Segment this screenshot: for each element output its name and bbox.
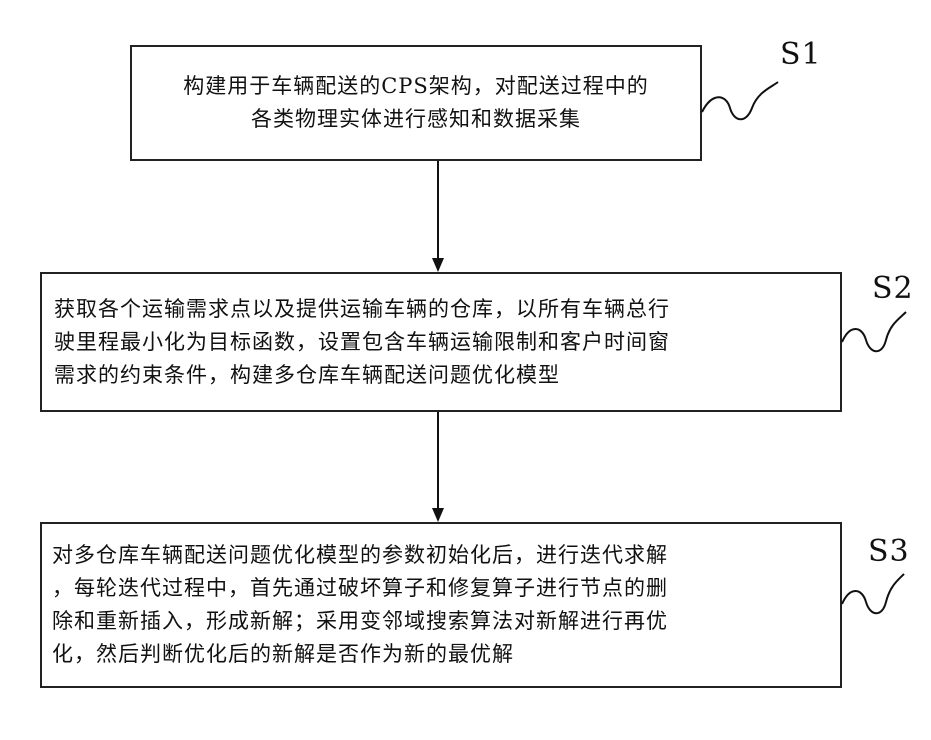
leader-squiggle-s2 (842, 312, 906, 351)
flow-arrow-s1-s2 (432, 161, 444, 272)
leader-squiggle-s3 (842, 574, 904, 613)
flow-arrow-s2-s3 (432, 412, 444, 522)
leader-squiggle-s1 (702, 82, 778, 119)
